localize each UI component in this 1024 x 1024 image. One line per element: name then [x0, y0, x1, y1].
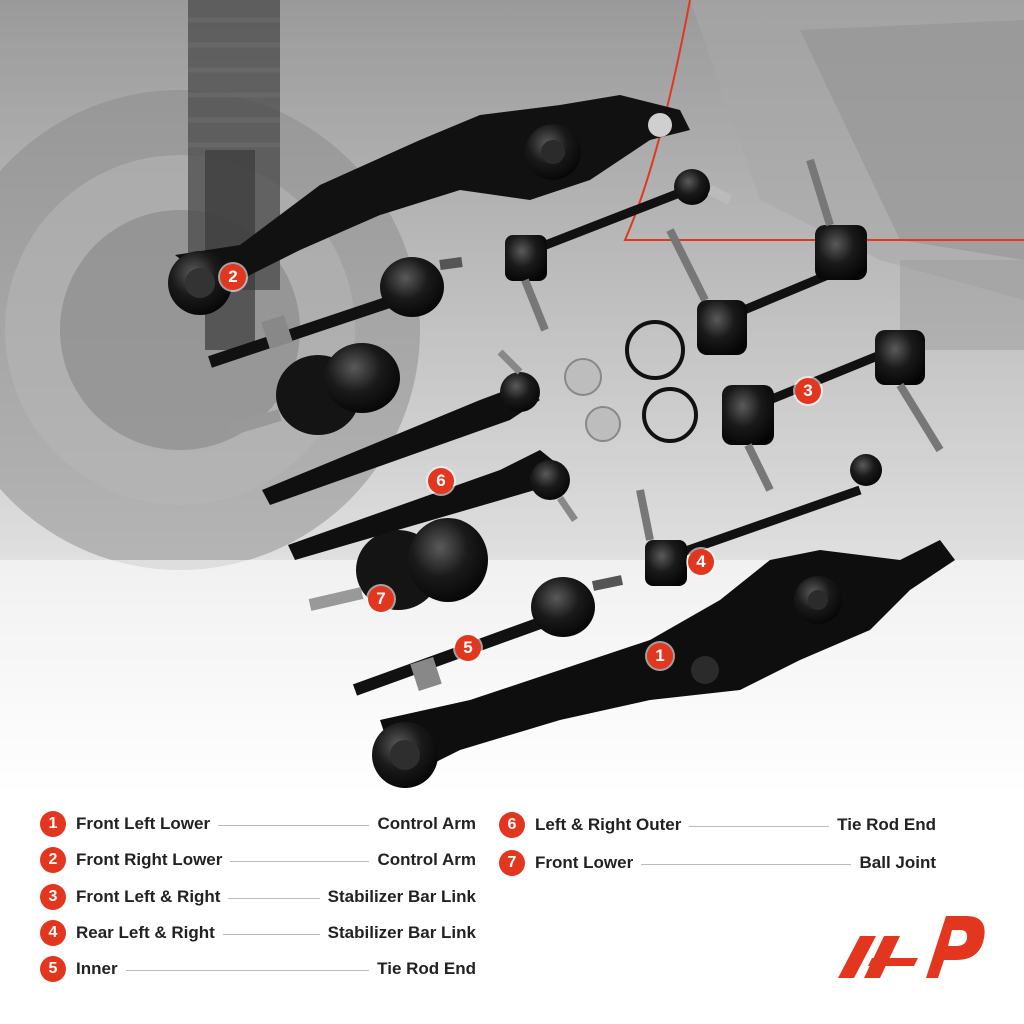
stabilizer-link-front-upper — [666, 158, 867, 355]
legend-part-position: Rear Left & Right — [76, 923, 215, 942]
legend-part-type: Stabilizer Bar Link — [327, 923, 476, 942]
legend-item-7: 7 Front Lower Ball Joint — [499, 850, 936, 876]
legend-part-position: Front Right Lower — [76, 850, 223, 869]
legend-number: 2 — [40, 847, 66, 873]
legend-number: 3 — [40, 884, 66, 910]
legend-part-position: Inner — [76, 959, 118, 978]
legend-item-1: 1 Front Left Lower Control Arm — [40, 811, 476, 837]
brand-logo-icon — [838, 916, 985, 978]
legend-part-position: Front Left Lower — [76, 814, 211, 833]
legend-part-type: Control Arm — [377, 850, 476, 869]
callout-5: 5 — [455, 635, 481, 661]
callout-2: 2 — [220, 264, 246, 290]
legend-divider — [689, 826, 830, 827]
legend-number: 1 — [40, 811, 66, 837]
inner-tie-rod-upper — [208, 257, 463, 368]
legend-divider — [228, 898, 320, 899]
callout-7: 7 — [368, 586, 394, 612]
legend-divider — [222, 934, 320, 935]
legend-number: 7 — [499, 850, 525, 876]
legend-divider — [218, 825, 370, 826]
callout-1: 1 — [647, 643, 673, 669]
legend-part-type: Stabilizer Bar Link — [327, 887, 476, 906]
product-illustration — [0, 0, 1024, 800]
outer-tie-rod-upper — [262, 349, 540, 505]
legend-item-5: 5 Inner Tie Rod End — [40, 956, 476, 982]
callout-3: 3 — [795, 378, 821, 404]
stabilizer-link-rear-upper — [505, 169, 733, 332]
callout-4: 4 — [688, 549, 714, 575]
legend-part-type: Tie Rod End — [837, 815, 936, 834]
legend-divider — [230, 861, 370, 862]
legend-item-6: 6 Left & Right Outer Tie Rod End — [499, 812, 936, 838]
washers — [564, 358, 621, 442]
legend-number: 4 — [40, 920, 66, 946]
ball-joint-upper — [228, 343, 400, 436]
legend-number: 6 — [499, 812, 525, 838]
control-arm-upper — [168, 95, 690, 315]
callout-6: 6 — [428, 468, 454, 494]
legend-item-4: 4 Rear Left & Right Stabilizer Bar Link — [40, 920, 476, 946]
outer-tie-rod-lower — [288, 450, 578, 560]
legend-divider — [641, 864, 852, 865]
stabilizer-link-rear-lower — [636, 454, 882, 586]
legend-part-type: Tie Rod End — [377, 959, 476, 978]
red-accent-line — [623, 0, 1024, 241]
legend-item-3: 3 Front Left & Right Stabilizer Bar Link — [40, 884, 476, 910]
legend-number: 5 — [40, 956, 66, 982]
legend-part-type: Ball Joint — [859, 853, 936, 872]
legend-part-position: Front Left & Right — [76, 887, 221, 906]
legend-part-position: Left & Right Outer — [535, 815, 682, 834]
legend-part-type: Control Arm — [377, 814, 476, 833]
legend-divider — [125, 970, 370, 971]
legend-item-2: 2 Front Right Lower Control Arm — [40, 847, 476, 873]
snap-rings — [625, 320, 698, 443]
legend-part-position: Front Lower — [535, 853, 634, 872]
